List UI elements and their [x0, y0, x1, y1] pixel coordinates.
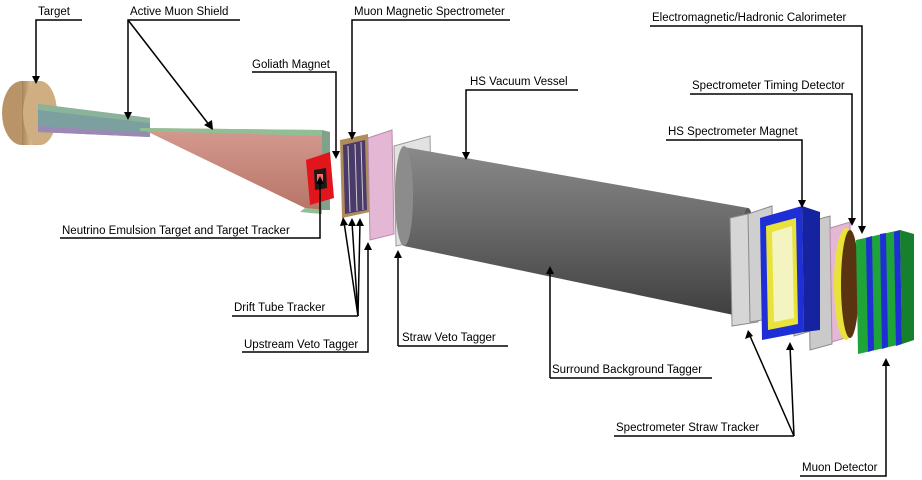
label-surround-background-tagger: Surround Background Tagger: [552, 364, 702, 376]
label-spectrometer-straw-tracker: Spectrometer Straw Tracker: [616, 422, 759, 434]
leader-lines: [32, 19, 890, 477]
label-neutrino-emulsion-target: Neutrino Emulsion Target and Target Trac…: [62, 225, 290, 237]
label-goliath-magnet: Goliath Magnet: [252, 59, 331, 71]
label-hs-vacuum-vessel: HS Vacuum Vessel: [470, 76, 568, 88]
label-hs-spectrometer-magnet: HS Spectrometer Magnet: [668, 126, 799, 138]
muon-shield-second-section: [140, 128, 330, 214]
label-straw-veto-tagger: Straw Veto Tagger: [402, 332, 496, 344]
label-target: Target: [38, 6, 71, 18]
label-muon-magnetic-spectrometer: Muon Magnetic Spectrometer: [354, 6, 505, 18]
hs-spectrometer-magnet: [760, 206, 820, 340]
labels: Target Active Muon Shield Muon Magnetic …: [38, 6, 878, 474]
label-em-hadronic-calorimeter: Electromagnetic/Hadronic Calorimeter: [652, 12, 846, 24]
muon-detector-block: [856, 230, 914, 354]
calorimeter: [834, 228, 859, 340]
upstream-veto-panel: [367, 129, 395, 241]
muon-shield-first-section: [38, 104, 150, 137]
label-upstream-veto-tagger: Upstream Veto Tagger: [244, 339, 358, 351]
hs-vacuum-vessel: [395, 146, 756, 318]
label-spectrometer-timing-detector: Spectrometer Timing Detector: [692, 80, 845, 92]
label-drift-tube-tracker: Drift Tube Tracker: [234, 302, 326, 314]
target-cylinder: [2, 81, 57, 145]
label-active-muon-shield: Active Muon Shield: [130, 6, 228, 18]
label-muon-detector: Muon Detector: [802, 462, 878, 474]
muon-magnetic-spectrometer-block: [340, 134, 370, 218]
